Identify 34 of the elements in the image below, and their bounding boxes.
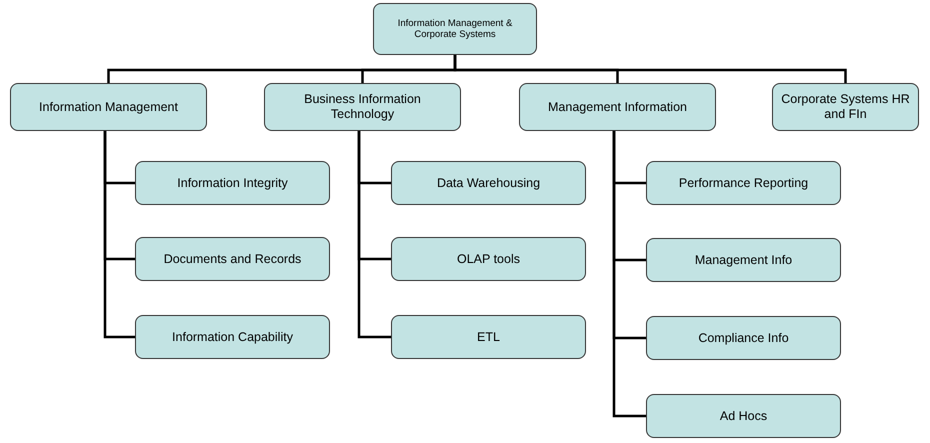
org-box (646, 161, 841, 205)
box-label: Business Information Technology (303, 92, 422, 122)
connector-line (358, 131, 391, 338)
org-box (391, 315, 586, 359)
box-label: Data Warehousing (436, 176, 540, 190)
org-box (772, 83, 919, 131)
org-box (373, 3, 537, 55)
box-label: Information Integrity (177, 176, 288, 190)
box-label: Information Management & Corporate Systems (396, 18, 514, 40)
box-label: ETL (477, 330, 500, 344)
box-label: Ad Hocs (720, 408, 768, 424)
org-box (391, 161, 586, 205)
box-label: Documents and Records (164, 252, 302, 266)
box-label: Information Capability (172, 330, 293, 344)
connector-line (104, 131, 135, 338)
org-box (646, 238, 841, 282)
box-label: Corporate Systems HR and FIn (780, 92, 911, 122)
connector-line (612, 131, 646, 418)
org-box (135, 237, 330, 281)
box-label: Management Information (548, 100, 687, 114)
org-box (391, 237, 586, 281)
box-label: Information Management (39, 100, 178, 114)
org-box (135, 315, 330, 359)
org-box (646, 394, 841, 438)
org-box (264, 83, 461, 131)
connector-line (454, 55, 847, 83)
box-label: Management Info (694, 252, 792, 268)
org-box (10, 83, 207, 131)
org-box (519, 83, 716, 131)
org-box (646, 316, 841, 360)
org-box (135, 161, 330, 205)
box-label: Compliance Info (698, 330, 789, 346)
box-label: Performance Reporting (678, 176, 808, 190)
box-label: OLAP tools (456, 252, 520, 266)
